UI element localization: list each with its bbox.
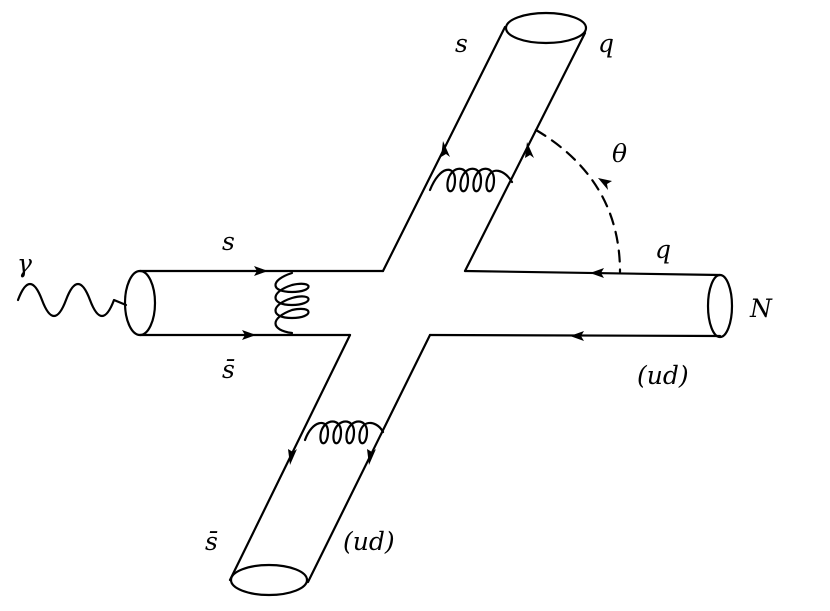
incoming-s-label: s <box>222 227 235 256</box>
lower-gluon <box>303 420 385 445</box>
nucleon-q-arrow <box>590 268 604 278</box>
left-gluon <box>274 271 310 335</box>
upper-gluon <box>428 167 514 193</box>
lower-ud-arrow <box>367 449 376 465</box>
outgoing-q-label: q <box>598 29 614 58</box>
angle-label: θ <box>612 139 627 168</box>
nucleon-ud-label: (ud) <box>637 361 689 390</box>
nucleon-ellipse <box>706 273 734 339</box>
upper-tube-right-line <box>463 31 587 273</box>
photon-vertex-ellipse <box>123 269 157 337</box>
incoming-s-arrow <box>254 266 268 276</box>
nucleon-ud-arrow <box>570 331 584 341</box>
upper-q-arrow <box>525 142 534 158</box>
nucleon-q-label: q <box>655 235 671 264</box>
upper-s-arrow <box>441 141 450 157</box>
outgoing-s-label: s <box>455 29 468 58</box>
angle-arc <box>534 128 622 274</box>
incoming-sbar-label: s̄ <box>222 355 235 384</box>
photon-label: γ <box>17 249 32 278</box>
lower-tube-ellipse <box>229 563 309 597</box>
angle-arrow <box>598 178 612 190</box>
incoming-sbar-arrow <box>242 330 256 340</box>
lower-sbar-label: s̄ <box>205 527 218 556</box>
upper-tube-ellipse <box>504 11 588 45</box>
lower-sbar-arrow <box>288 449 297 465</box>
photon-line <box>16 282 128 318</box>
lower-ud-label: (ud) <box>343 527 395 556</box>
nucleon-label: N <box>749 294 773 323</box>
